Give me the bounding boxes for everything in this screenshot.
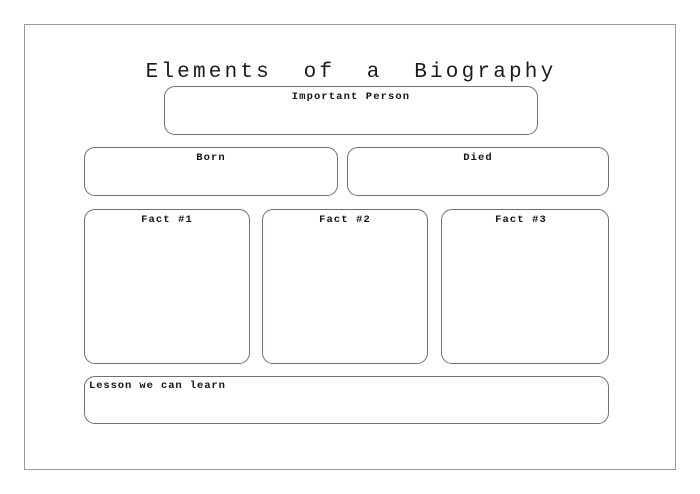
fact-2-box[interactable]: Fact #2 xyxy=(262,209,428,364)
born-label: Born xyxy=(196,152,226,164)
worksheet-frame: Elements of a Biography Important Person… xyxy=(24,24,676,470)
fact-2-label: Fact #2 xyxy=(319,214,371,226)
lesson-label: Lesson we can learn xyxy=(89,380,226,392)
born-box[interactable]: Born xyxy=(84,147,338,196)
fact-1-label: Fact #1 xyxy=(141,214,193,226)
page-title: Elements of a Biography xyxy=(145,61,557,84)
lesson-box[interactable]: Lesson we can learn xyxy=(84,376,609,424)
important-person-box[interactable]: Important Person xyxy=(164,86,538,135)
died-box[interactable]: Died xyxy=(347,147,609,196)
fact-1-box[interactable]: Fact #1 xyxy=(84,209,250,364)
fact-3-label: Fact #3 xyxy=(495,214,547,226)
important-person-label: Important Person xyxy=(291,91,411,103)
died-label: Died xyxy=(463,152,493,164)
fact-3-box[interactable]: Fact #3 xyxy=(441,209,609,364)
